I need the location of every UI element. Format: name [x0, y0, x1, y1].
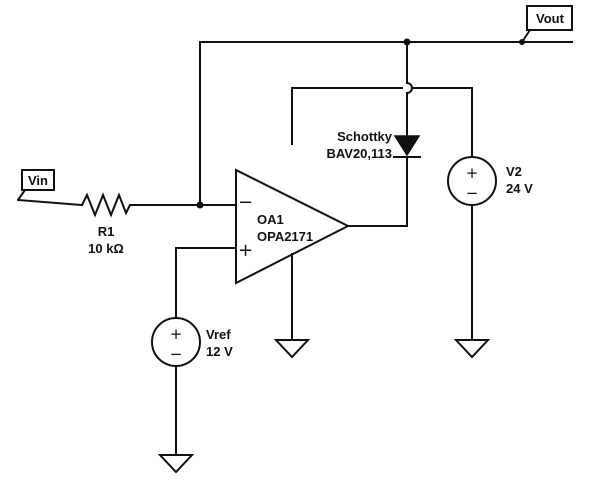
vin-port-label: Vin — [28, 173, 48, 188]
diode-part: BAV20,113 — [326, 146, 392, 161]
vref-value: 12 V — [206, 344, 233, 359]
resistor-r1: R1 10 kΩ — [81, 192, 131, 256]
v2-minus-sign: − — [466, 184, 479, 202]
diode-ref: Schottky — [337, 129, 393, 144]
resistor-r1-zigzag — [81, 192, 131, 218]
v2-plus-sign: + — [466, 164, 479, 182]
v2-value: 24 V — [506, 181, 533, 196]
vref-minus-sign: − — [170, 345, 183, 363]
vout-port-flag — [521, 5, 573, 43]
junction-dot-rail — [403, 38, 411, 46]
resistor-r1-value: 10 kΩ — [88, 241, 124, 256]
opamp-ref: OA1 — [257, 212, 284, 227]
wire-vin-r1 — [16, 198, 84, 207]
junction-dot-input — [196, 201, 204, 209]
opamp-triangle — [235, 168, 351, 285]
diode-triangle — [393, 135, 421, 157]
vref-circle — [151, 317, 201, 367]
opamp-oa1: − + OA1 OPA2171 — [235, 168, 351, 285]
v2-circle — [447, 156, 497, 206]
opamp-inverting-sign: − — [238, 192, 253, 213]
resistor-r1-ref: R1 — [98, 224, 115, 239]
wires — [16, 41, 573, 456]
v2-ref: V2 — [506, 164, 522, 179]
ground-icon-opamp — [273, 339, 311, 359]
vout-port: Vout — [521, 5, 573, 43]
opamp-noninverting-sign: + — [238, 240, 253, 261]
vref-plus-sign: + — [170, 325, 183, 343]
vout-port-label: Vout — [536, 11, 565, 26]
voltage-source-v2: + − V2 24 V — [447, 156, 533, 206]
voltage-source-vref: + − Vref 12 V — [151, 317, 233, 367]
vin-port: Vin — [17, 169, 55, 201]
vin-port-flag — [17, 169, 55, 201]
vref-ref: Vref — [206, 327, 231, 342]
schottky-diode: Schottky BAV20,113 — [326, 129, 421, 161]
opamp-part: OPA2171 — [257, 229, 313, 244]
ground-icon-v2 — [453, 339, 491, 359]
ground-icon-vref — [157, 454, 195, 474]
